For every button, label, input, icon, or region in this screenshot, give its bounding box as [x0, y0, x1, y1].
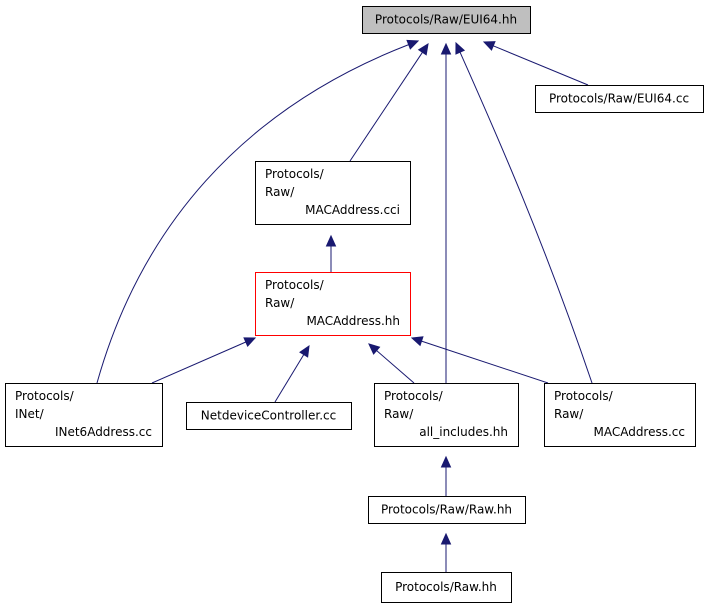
node-label-line: Raw/: [554, 407, 584, 421]
node-box[interactable]: [535, 85, 704, 113]
edge-all_includes_hh-to-macaddress_hh: [368, 343, 415, 384]
node-label-line: all_includes.hh: [419, 425, 508, 439]
node-label-line: Protocols/: [15, 389, 75, 403]
node-box[interactable]: [381, 572, 512, 603]
edge-raw_raw_hh-to-all_includes_hh: [440, 455, 452, 496]
edge-netdevicecontroller_cc-to-macaddress_hh: [274, 344, 310, 403]
node-inet6address-cc[interactable]: Protocols/INet/INet6Address.cc: [5, 383, 163, 447]
node-label: Protocols/Raw/Raw.hh: [381, 503, 512, 517]
arrowhead-icon: [455, 41, 466, 55]
edge-macaddress_cci-to-eui64_hh: [349, 42, 429, 162]
node-label-line: Raw/: [384, 407, 414, 421]
node-label-line: Protocols/: [554, 389, 614, 403]
node-label-line: Protocols/: [265, 278, 325, 292]
node-label-line: Protocols/: [384, 389, 444, 403]
arrowhead-icon: [410, 336, 424, 347]
node-box[interactable]: [5, 383, 163, 447]
node-label-line: MACAddress.cci: [305, 203, 400, 217]
node-box[interactable]: [255, 161, 411, 225]
arrowhead-icon: [368, 343, 381, 355]
arrowhead-icon: [440, 455, 452, 468]
arrowhead-icon: [243, 337, 257, 348]
edge-line: [459, 51, 593, 384]
node-label: Protocols/Raw/EUI64.cc: [549, 92, 689, 106]
node-label-line: INet/: [15, 407, 45, 421]
edge-macaddress_hh-to-macaddress_cci: [325, 234, 337, 272]
nodes-layer: Protocols/Raw/EUI64.hhProtocols/Raw/EUI6…: [5, 6, 704, 603]
node-label: Protocols/Raw.hh: [395, 580, 497, 594]
node-macaddress-cci[interactable]: Protocols/Raw/MACAddress.cci: [255, 161, 411, 225]
edge-line: [274, 354, 305, 403]
node-label-line: INet6Address.cc: [55, 425, 152, 439]
node-label-line: Raw/: [265, 185, 295, 199]
arrowhead-icon: [406, 39, 420, 50]
node-box[interactable]: [362, 6, 531, 34]
arrowhead-icon: [482, 41, 496, 51]
edges-layer: [96, 39, 593, 572]
edge-all_includes_hh-to-eui64_hh: [440, 42, 452, 383]
node-eui64-cc[interactable]: Protocols/Raw/EUI64.cc: [535, 85, 704, 113]
edge-macaddress_cc-to-eui64_hh: [455, 41, 593, 384]
node-label-line: MACAddress.cc: [593, 425, 685, 439]
edge-line: [493, 45, 589, 86]
node-box[interactable]: [544, 383, 696, 447]
node-box[interactable]: [255, 272, 411, 336]
node-macaddress-cc[interactable]: Protocols/Raw/MACAddress.cc: [544, 383, 696, 447]
node-label-line: Raw/: [265, 296, 295, 310]
edge-macaddress_cc-to-macaddress_hh: [410, 336, 549, 384]
arrowhead-icon: [417, 42, 429, 56]
arrowhead-icon: [325, 234, 337, 247]
arrowhead-icon: [440, 42, 452, 55]
edge-line: [96, 44, 409, 384]
edge-line: [421, 340, 549, 384]
edge-line: [151, 341, 247, 384]
node-box[interactable]: [368, 496, 526, 524]
node-label: NetdeviceController.cc: [201, 409, 336, 423]
arrowhead-icon: [299, 344, 310, 358]
node-raw-hh[interactable]: Protocols/Raw.hh: [381, 572, 512, 603]
node-macaddress-hh[interactable]: Protocols/Raw/MACAddress.hh: [255, 272, 411, 336]
edge-line: [349, 52, 423, 162]
node-all-includes-hh[interactable]: Protocols/Raw/all_includes.hh: [374, 383, 519, 447]
node-eui64-hh[interactable]: Protocols/Raw/EUI64.hh: [362, 6, 531, 34]
edge-inet6address_cc-to-macaddress_hh: [151, 337, 257, 384]
edge-eui64_cc-to-eui64_hh: [482, 41, 589, 86]
node-label-line: MACAddress.hh: [306, 314, 400, 328]
node-label: Protocols/Raw/EUI64.hh: [375, 13, 517, 27]
edge-raw_hh-to-raw_raw_hh: [440, 532, 452, 572]
node-box[interactable]: [186, 402, 352, 430]
edge-inet6address_cc-to-eui64_hh: [96, 39, 420, 384]
node-label-line: Protocols/: [265, 167, 325, 181]
node-raw-raw-hh[interactable]: Protocols/Raw/Raw.hh: [368, 496, 526, 524]
arrowhead-icon: [440, 532, 452, 545]
node-netdevicecontroller-cc[interactable]: NetdeviceController.cc: [186, 402, 352, 430]
edge-line: [376, 350, 415, 384]
node-box[interactable]: [374, 383, 519, 447]
